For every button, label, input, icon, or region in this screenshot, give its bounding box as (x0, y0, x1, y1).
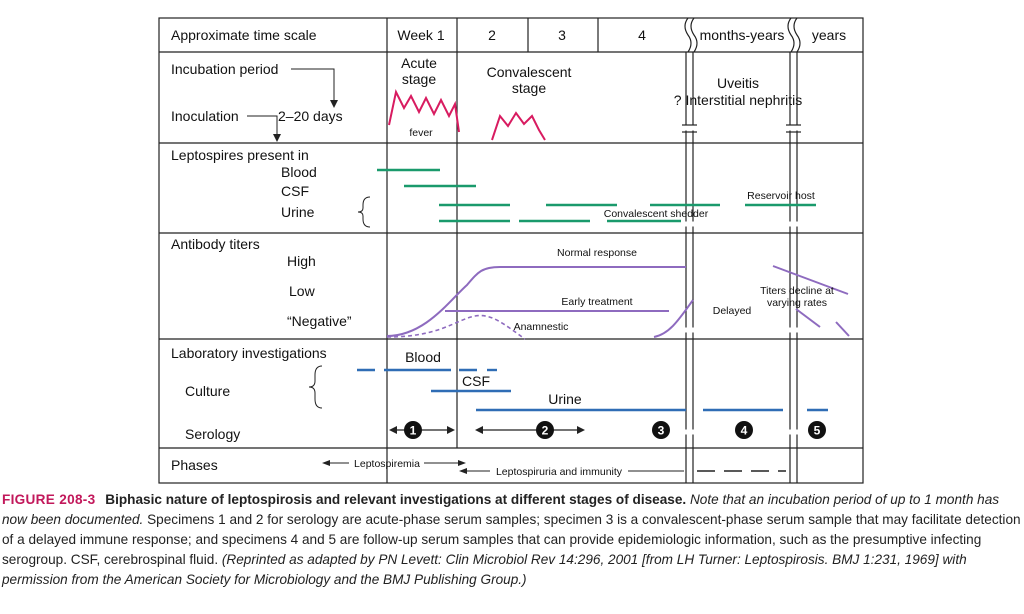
delayed-curve (653, 299, 694, 338)
antibody-high-label: High (287, 253, 316, 269)
leptospiremia-label: Leptospiremia (354, 458, 420, 470)
decline-line-2 (795, 308, 821, 328)
leptospires-urine-label: Urine (281, 204, 315, 220)
delayed-label: Delayed (713, 305, 752, 317)
specimen-2-label: 2 (542, 424, 549, 438)
figure-label: FIGURE 208-3 (2, 492, 96, 507)
specimen-4-label: 4 (741, 424, 748, 438)
inoculation-label: Inoculation (171, 108, 239, 124)
fever-curve-acute (388, 88, 460, 133)
leptospires-blood-label: Blood (281, 164, 317, 180)
week2-label: 2 (488, 27, 496, 43)
months-years-label: months-years (700, 27, 785, 43)
convalescent-stage-line2: stage (512, 80, 546, 96)
antibody-low-label: Low (289, 283, 316, 299)
nephritis-label: ? Interstitial nephritis (674, 92, 802, 108)
normal-response-label: Normal response (557, 247, 637, 259)
week4-label: 4 (638, 27, 646, 43)
leptospires-bars (377, 168, 816, 223)
caption-body: Specimens 1 and 2 for serology are acute… (2, 512, 1021, 567)
week1-label: Week 1 (397, 27, 444, 43)
serology-arrowheads (389, 426, 585, 434)
leptospiruria-label: Leptospiruria and immunity (496, 466, 623, 478)
acute-stage-line2: stage (402, 71, 436, 87)
specimen-5-label: 5 (814, 424, 821, 438)
serology-label: Serology (185, 426, 240, 442)
days-label: 2–20 days (278, 108, 343, 124)
phase-arrows (326, 462, 684, 472)
specimen-1-icon (404, 421, 422, 439)
early-treatment-label: Early treatment (561, 296, 632, 308)
incubation-arrowheads (273, 100, 338, 142)
specimen-3-icon (652, 421, 670, 439)
fever-label: fever (409, 127, 433, 139)
leptospires-csf-label: CSF (281, 183, 309, 199)
acute-stage-line1: Acute (401, 55, 437, 71)
titers-decline-line1: Titers decline at (760, 285, 834, 297)
convalescent-shedder-label: Convalescent shedder (604, 208, 709, 220)
uveitis-label: Uveitis (717, 75, 759, 91)
break-ticks (682, 124, 801, 133)
antibody-negative-label: “Negative” (287, 313, 352, 329)
decline-line-1 (772, 265, 849, 295)
incubation-period-label: Incubation period (171, 61, 278, 77)
antibody-curves (386, 265, 850, 338)
caption-credit: (Reprinted as adapted by PN Levett: Clin… (2, 552, 967, 587)
leptospires-title: Leptospires present in (171, 147, 309, 163)
lab-urine-label: Urine (548, 391, 582, 407)
specimen-4-icon (735, 421, 753, 439)
reservoir-host-label: Reservoir host (747, 190, 815, 202)
specimen-markers (404, 421, 826, 439)
phase-arrowheads (322, 460, 467, 474)
axis-breaks (682, 125, 802, 435)
caption-note: Note that an incubation period of up to … (2, 492, 1000, 527)
specimen-2-icon (536, 421, 554, 439)
urine-brace-icon (357, 196, 371, 228)
lab-csf-label: CSF (462, 373, 490, 389)
culture-label: Culture (185, 383, 230, 399)
specimen-numbers: 1 2 3 4 5 (410, 424, 821, 438)
titers-decline-line2: varying rates (767, 297, 827, 309)
caption-title: Biphasic nature of leptospirosis and rel… (105, 492, 687, 507)
anamnestic-curve (386, 314, 526, 340)
time-scale-label: Approximate time scale (171, 27, 317, 43)
anamnestic-label: Anamnestic (514, 321, 569, 333)
header-break-icons (684, 17, 801, 53)
specimen-5-icon (808, 421, 826, 439)
decline-line-3 (835, 321, 850, 337)
culture-bars (357, 368, 828, 412)
fever-curve-convalescent (491, 111, 546, 141)
lab-title: Laboratory investigations (171, 345, 327, 361)
figure-caption: FIGURE 208-3 Biphasic nature of leptospi… (2, 490, 1022, 590)
years-label: years (812, 27, 846, 43)
culture-brace-icon (308, 365, 323, 409)
leptospirosis-diagram: Approximate time scale Week 1 2 3 4 mont… (158, 17, 864, 484)
incubation-arrows (247, 68, 335, 136)
convalescent-stage-line1: Convalescent (487, 64, 572, 80)
specimen-1-label: 1 (410, 424, 417, 438)
normal-response-curve (386, 266, 686, 337)
week3-label: 3 (558, 27, 566, 43)
lab-blood-label: Blood (405, 349, 441, 365)
phases-title: Phases (171, 457, 218, 473)
specimen-3-label: 3 (658, 424, 665, 438)
antibody-title: Antibody titers (171, 236, 260, 252)
